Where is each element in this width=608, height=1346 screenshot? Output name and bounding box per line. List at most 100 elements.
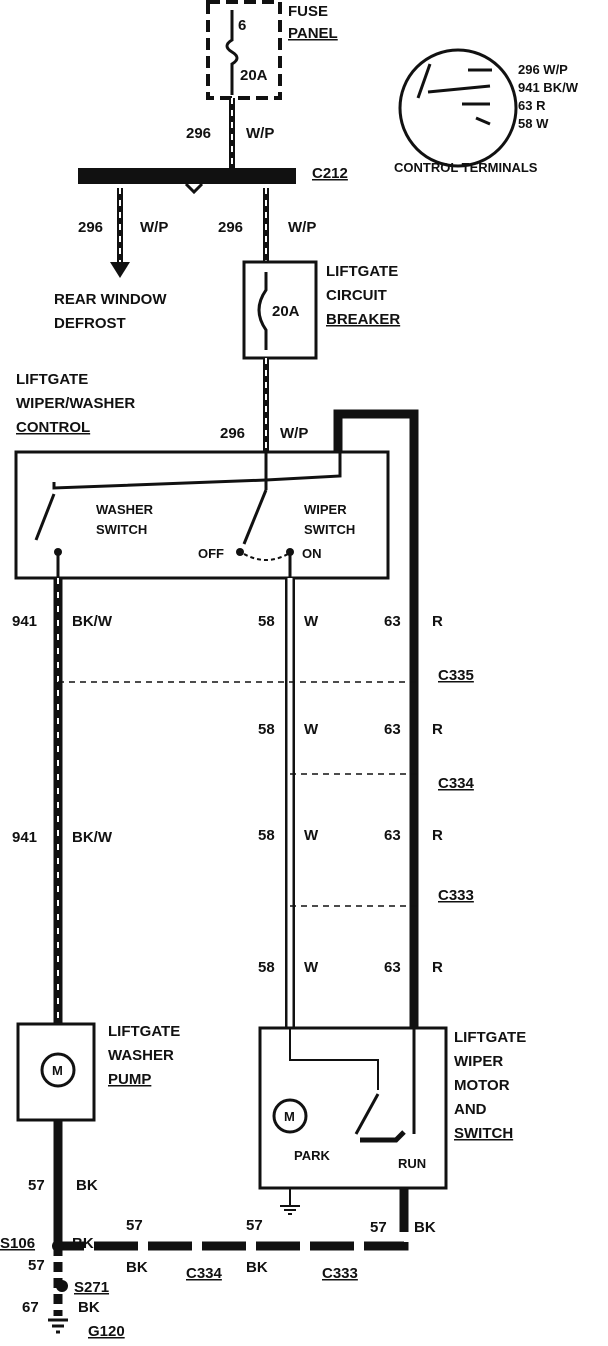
control-wire-color: W/P <box>280 425 308 442</box>
fuse-number: 6 <box>238 17 246 34</box>
rear-window-defrost-1: REAR WINDOW <box>54 291 167 308</box>
ground-bk-6: BK <box>78 1299 100 1316</box>
c333-label: C333 <box>438 887 474 904</box>
breaker-wire-color: W/P <box>288 219 316 236</box>
control-title-2: WIPER/WASHER <box>16 395 135 412</box>
circuit-breaker-rating: 20A <box>272 303 300 320</box>
c333-bottom-label: C333 <box>322 1265 358 1282</box>
wire-63-num-3: 63 <box>384 827 401 844</box>
connectors-inline: C335 C334 C333 <box>58 667 475 907</box>
wire-63-path <box>333 409 419 1028</box>
fuse-panel-title-2: PANEL <box>288 25 338 42</box>
wiper-motor-label-3: MOTOR <box>454 1077 510 1094</box>
wire-296-defrost: 296 W/P REAR WINDOW DEFROST <box>54 188 168 332</box>
wire-941-num-2: 941 <box>12 829 37 846</box>
fuse-panel: 6 20A FUSE PANEL <box>206 0 338 100</box>
ground-wiring: 57 BK S106 57 BK 57 BK C334 57 BK C333 5… <box>0 1120 436 1340</box>
wire-296-top: 296 W/P <box>186 98 274 170</box>
defrost-wire-color: W/P <box>140 219 168 236</box>
circuit-breaker-box <box>242 260 318 360</box>
rear-window-defrost-2: DEFROST <box>54 315 126 332</box>
wire-296-control: 296 W/P <box>220 358 308 452</box>
wire-58-num-2: 58 <box>258 721 275 738</box>
ground-57-num-4: 57 <box>246 1217 263 1234</box>
ground-bk-4: BK <box>246 1259 268 1276</box>
ground-67-num: 67 <box>22 1299 39 1316</box>
wiper-switch-label-2: SWITCH <box>304 522 355 537</box>
control-title-1: LIFTGATE <box>16 371 88 388</box>
washer-switch-label-1: WASHER <box>96 502 154 517</box>
fuse-panel-box <box>206 0 282 100</box>
wire-58-color-3: W <box>304 827 319 844</box>
circuit-breaker-label-3: BREAKER <box>326 311 400 328</box>
wiper-motor: M PARK RUN LIFTGATE WIPER MOTOR AND SWIT… <box>258 1026 526 1215</box>
control-terminal-1: 296 W/P <box>518 62 568 77</box>
wire-63 <box>333 409 419 1028</box>
c334-bottom-label: C334 <box>186 1265 223 1282</box>
pump-motor-m: M <box>52 1063 63 1078</box>
control-terminal-4: 58 W <box>518 116 549 131</box>
wire-296-top-num: 296 <box>186 125 211 142</box>
washer-switch-blade <box>34 493 56 541</box>
wire-63-color-1: R <box>432 613 443 630</box>
control-terminals: 296 W/P 941 BK/W 63 R 58 W CONTROL TERMI… <box>394 48 579 175</box>
wiper-motor-box <box>258 1026 448 1190</box>
washer-switch-label-2: SWITCH <box>96 522 147 537</box>
circuit-breaker: 20A LIFTGATE CIRCUIT BREAKER <box>242 260 400 360</box>
wiper-washer-control: WASHER SWITCH WIPER SWITCH OFF ON <box>14 450 390 580</box>
wiper-on-label: ON <box>302 546 322 561</box>
control-wire-num: 296 <box>220 425 245 442</box>
wire-941-color-2: BK/W <box>72 829 113 846</box>
wire-296-breaker: 296 W/P <box>218 188 316 262</box>
control-terminals-caption: CONTROL TERMINALS <box>394 160 538 175</box>
ground-57-num-5: 57 <box>370 1219 387 1236</box>
wire-296-top-color: W/P <box>246 125 274 142</box>
s106-label: S106 <box>0 1235 35 1252</box>
wire-63-color-4: R <box>432 959 443 976</box>
wire-58: 58 W 58 W 58 W 58 W <box>258 578 319 1028</box>
ground-bk-5: BK <box>414 1219 436 1236</box>
wire-58-color-2: W <box>304 721 319 738</box>
control-terminals-circle <box>398 48 518 168</box>
wiper-motor-m: M <box>284 1109 295 1124</box>
control-terminal-2: 941 BK/W <box>518 80 579 95</box>
wiper-motor-label-5: SWITCH <box>454 1125 513 1142</box>
c212-label: C212 <box>312 165 348 182</box>
wire-63-num-1: 63 <box>384 613 401 630</box>
circuit-breaker-label-1: LIFTGATE <box>326 263 398 280</box>
ground-57-num: 57 <box>28 1177 45 1194</box>
wire-941-num-1: 941 <box>12 613 37 630</box>
control-title: LIFTGATE WIPER/WASHER CONTROL <box>16 371 135 436</box>
wiper-switch-label-1: WIPER <box>304 502 347 517</box>
washer-pump: M LIFTGATE WASHER PUMP <box>16 1022 180 1122</box>
c334-label: C334 <box>438 775 475 792</box>
c212-connector: C212 <box>78 165 348 195</box>
pump-motor-icon <box>40 1052 76 1088</box>
wire-58-num-3: 58 <box>258 827 275 844</box>
wiper-motor-icon <box>272 1098 308 1134</box>
wiper-switch-blade <box>242 489 268 545</box>
c335-label: C335 <box>438 667 474 684</box>
wiper-motor-label-4: AND <box>454 1101 487 1118</box>
control-terminal-3: 63 R <box>518 98 546 113</box>
g120-label: G120 <box>88 1323 125 1340</box>
fuse-symbol <box>225 10 239 95</box>
washer-pump-label-1: LIFTGATE <box>108 1023 180 1040</box>
washer-pump-label-3: PUMP <box>108 1071 151 1088</box>
s271-label: S271 <box>74 1279 109 1296</box>
wire-58-color-4: W <box>304 959 319 976</box>
defrost-wire-num: 296 <box>78 219 103 236</box>
fuse-panel-title-1: FUSE <box>288 3 328 20</box>
wiper-motor-label-1: LIFTGATE <box>454 1029 526 1046</box>
wire-63-num-2: 63 <box>384 721 401 738</box>
defrost-arrow <box>110 262 130 278</box>
ground-57-color: BK <box>76 1177 98 1194</box>
wire-63-num-4: 63 <box>384 959 401 976</box>
wire-63-color-2: R <box>432 721 443 738</box>
ground-57-num-3: 57 <box>126 1217 143 1234</box>
fuse-rating: 20A <box>240 67 268 84</box>
wire-941: 941 BK/W 941 BK/W <box>12 578 113 1024</box>
wire-58-color-1: W <box>304 613 319 630</box>
wire-63-labels: 63 R 63 R 63 R 63 R <box>384 613 443 976</box>
